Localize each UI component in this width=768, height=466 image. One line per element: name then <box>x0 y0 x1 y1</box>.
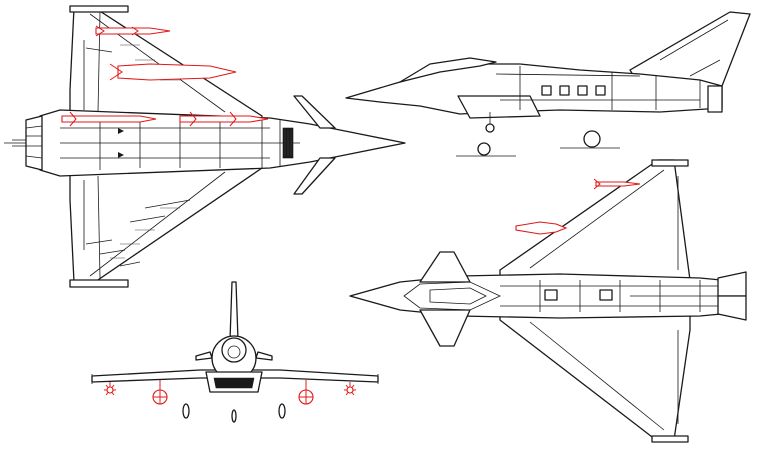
side-view-nose-wheel <box>485 123 495 133</box>
front-view-canard-right <box>255 351 273 361</box>
bottom-view-drop-tank <box>515 221 568 235</box>
top-view-wing-lines <box>83 11 226 279</box>
top-view-missile-1-fins <box>95 25 139 37</box>
bottom-view-nozzle-1 <box>717 271 747 297</box>
side-view-hatch-1 <box>541 85 552 96</box>
side-view-hatch-3 <box>577 85 588 96</box>
front-view <box>91 281 379 423</box>
top-view-panel-lines <box>60 116 300 170</box>
bottom-view <box>349 159 747 443</box>
top-view-drop-tank-fins <box>109 63 123 81</box>
top-view-tailcone <box>4 139 26 147</box>
side-view-nozzle <box>707 85 723 113</box>
side-view <box>345 11 751 157</box>
front-view-canopy <box>221 337 247 363</box>
front-view-intake-mouth <box>213 377 255 389</box>
side-view-hatch-4 <box>595 85 606 96</box>
top-view-pylons <box>85 47 191 267</box>
front-view-canard-left <box>195 351 213 361</box>
top-view-missile-2 <box>61 115 157 123</box>
bottom-view-nose-bay <box>403 281 501 311</box>
top-view-wingtip-top <box>69 5 129 13</box>
bottom-view-canard-top <box>419 251 471 283</box>
top-view-canard-bottom <box>293 157 336 195</box>
top-view <box>4 5 406 288</box>
top-view-vents <box>118 128 124 158</box>
front-view-drop-tank-right-fins <box>299 390 313 404</box>
top-view-missile-3 <box>179 115 269 123</box>
bottom-view-wing-lines <box>529 169 679 431</box>
front-view-drop-tank-left-fins <box>153 390 167 404</box>
side-view-panel-lines <box>495 66 701 110</box>
top-view-nozzle-lines <box>25 125 43 159</box>
front-view-missile-right-body <box>346 386 354 394</box>
front-view-missile-left-body <box>106 386 114 394</box>
bottom-view-nozzle-2 <box>717 295 747 321</box>
front-view-wheel-right <box>278 403 286 419</box>
bottom-view-stores <box>515 178 641 235</box>
bottom-view-hatch-2 <box>599 289 613 301</box>
top-view-nozzles <box>25 115 43 171</box>
bottom-view-missile-fins <box>593 178 601 190</box>
top-view-canard-top <box>293 95 336 129</box>
bottom-view-nose-bay-inner <box>429 287 487 305</box>
top-view-missile-1 <box>95 27 171 35</box>
side-view-wheel-2 <box>583 130 601 148</box>
bottom-view-hatch <box>544 289 558 301</box>
bottom-view-canard-bottom <box>419 309 471 347</box>
side-view-canopy <box>399 57 497 83</box>
top-view-missile-fins <box>69 111 237 127</box>
front-view-wheel-left <box>182 403 190 419</box>
top-view-wingtip-bottom <box>69 279 129 288</box>
front-view-stores <box>104 380 356 405</box>
front-view-wingtips <box>91 374 379 384</box>
bottom-view-wingtip-top <box>651 159 689 167</box>
side-view-wheel-1 <box>477 142 491 156</box>
bottom-view-missile <box>595 181 641 187</box>
top-view-drop-tank <box>117 63 237 81</box>
side-view-hatch-2 <box>559 85 570 96</box>
top-view-intake-lines <box>284 130 292 156</box>
bottom-view-panel-lines <box>500 280 718 312</box>
side-view-fin-lines <box>659 19 729 77</box>
front-view-nose <box>227 345 241 359</box>
top-view-stores <box>61 25 269 127</box>
front-view-nose-wheel <box>231 409 237 423</box>
bottom-view-wingtip-bottom <box>651 435 689 443</box>
side-view-intake <box>457 95 541 119</box>
front-view-fin <box>229 281 239 341</box>
